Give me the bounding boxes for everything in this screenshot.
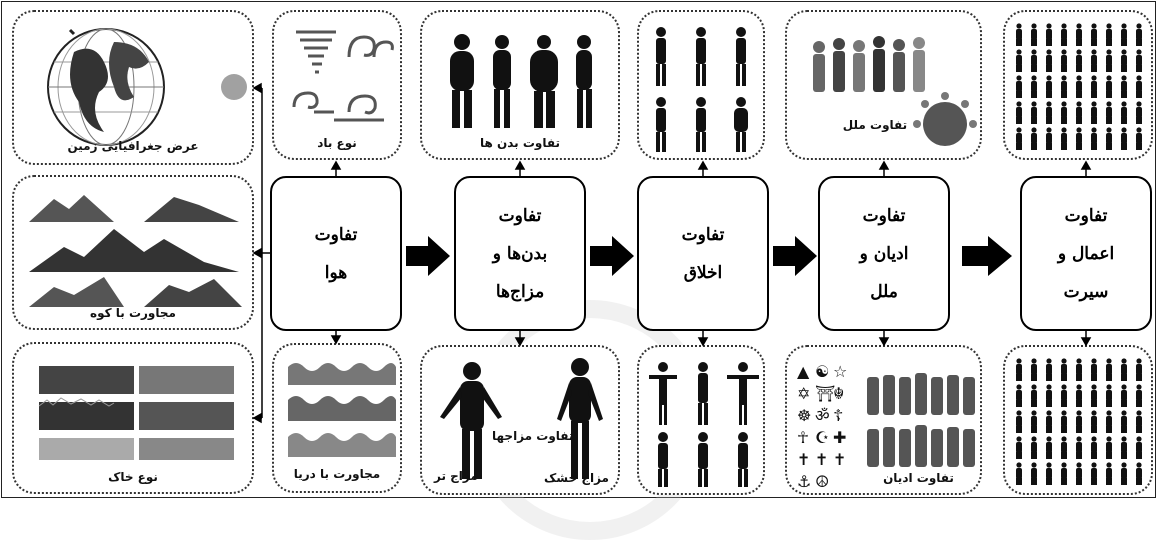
svg-text:⛩: ⛩ (815, 384, 835, 403)
arrow-up-bodies (514, 160, 526, 170)
svg-text:✝: ✝ (815, 450, 828, 469)
arrow-left-soil (252, 412, 262, 424)
arrow-left-latitude (252, 82, 262, 94)
flow-arrow-2 (590, 236, 634, 276)
card-actions (1003, 345, 1153, 495)
svg-text:☪: ☪ (815, 428, 829, 447)
sea-waves-icon (288, 363, 396, 457)
arrow-up-nations (878, 160, 890, 170)
card-temperaments: تفاوت مزاجها مزاج تر مزاج خشک (420, 345, 620, 495)
box-character-difference: تفاوت اخلاق (637, 176, 769, 331)
svg-text:✝: ✝ (833, 450, 846, 469)
card-walkers (637, 345, 765, 495)
svg-text:⚓: ⚓ (797, 472, 811, 491)
svg-text:☸: ☸ (797, 406, 811, 425)
svg-text:☯: ☯ (815, 362, 829, 381)
svg-text:ॐ: ॐ (815, 406, 830, 425)
svg-text:☦: ☦ (833, 406, 843, 425)
card-wind: نوع باد (272, 10, 402, 160)
card-caption: مجاورت با کوه (90, 306, 176, 320)
card-crowd (1003, 10, 1153, 160)
card-religions: ▲ ☯☆ ✡ ⛩☬ ☸ॐ☦ ☥ ☪✚ ✝ ✝ ✝ ⚓☮ تفاوت ادیان (785, 345, 982, 495)
body-silhouettes-icon (450, 34, 592, 128)
box-body-temperament-difference: تفاوت بدن‌ها و مزاج‌ها (454, 176, 586, 331)
card-latitude: عرض جغرافیایی زمین (12, 10, 254, 165)
religious-symbols-icon: ▲ ☯☆ ✡ ⛩☬ ☸ॐ☦ ☥ ☪✚ ✝ ✝ ✝ ⚓☮ (797, 362, 975, 491)
flow-arrow-1 (406, 236, 450, 276)
card-mountain: مجاورت با کوه (12, 175, 254, 330)
box-religion-nation-difference: تفاوت ادیان و ملل (818, 176, 950, 331)
mountains-icon (29, 195, 242, 307)
svg-text:☥: ☥ (797, 428, 809, 447)
walking-silhouettes-icon (649, 362, 759, 487)
arrow-up-wind (330, 160, 342, 170)
arrow-up-crowd (1080, 160, 1092, 170)
arrow-left-mountain (252, 247, 262, 259)
card-caption: عرض جغرافیایی زمین (67, 139, 199, 153)
card-gestures (637, 10, 765, 160)
arrow-up-gestures (697, 160, 709, 170)
action-silhouettes-icon (1016, 358, 1142, 485)
arrow-down-walkers (697, 337, 709, 347)
card-caption: نوع خاک (108, 470, 158, 484)
wet-temperament-label: مزاج تر (434, 469, 478, 483)
svg-text:▲: ▲ (797, 362, 810, 381)
nations-people-icon (813, 36, 977, 146)
card-caption: تفاوت ادیان (883, 471, 954, 485)
card-caption: تفاوت ملل (842, 118, 908, 132)
arrow-down-temperaments (514, 337, 526, 347)
flow-arrow-4 (962, 236, 1012, 276)
card-nations: تفاوت ملل (785, 10, 982, 160)
svg-text:✡: ✡ (797, 384, 810, 403)
card-caption: نوع باد (317, 136, 357, 150)
svg-text:☮: ☮ (815, 472, 829, 491)
box-air-difference: تفاوت هوا (270, 176, 402, 331)
svg-text:✝: ✝ (797, 450, 810, 469)
card-caption: تفاوت بدن ها (479, 136, 561, 150)
svg-text:☬: ☬ (833, 384, 844, 403)
arrow-down-religions (878, 337, 890, 347)
flow-arrow-3 (773, 236, 817, 276)
temperament-silhouettes-icon (440, 358, 603, 479)
card-soil: نوع خاک (12, 342, 254, 494)
dry-temperament-label: مزاج خشک (544, 471, 609, 485)
gesture-silhouettes-icon (656, 27, 748, 152)
arrow-down-sea (330, 335, 342, 345)
arrow-down-actions (1080, 337, 1092, 347)
box-deeds-conduct-difference: تفاوت اعمال و سیرت (1020, 176, 1152, 331)
card-bodies: تفاوت بدن ها (420, 10, 620, 160)
connectors-layer (252, 82, 1092, 424)
temperament-caption: تفاوت مزاجها (492, 429, 574, 443)
svg-text:✚: ✚ (833, 428, 846, 447)
soil-layers-icon (38, 366, 234, 460)
svg-text:☆: ☆ (833, 362, 847, 381)
wind-icon (292, 30, 394, 122)
card-sea: مجاورت با دریا (272, 343, 402, 493)
card-caption: مجاورت با دریا (293, 467, 381, 481)
globe-icon (47, 28, 247, 146)
crowd-silhouettes-icon (1016, 23, 1142, 150)
